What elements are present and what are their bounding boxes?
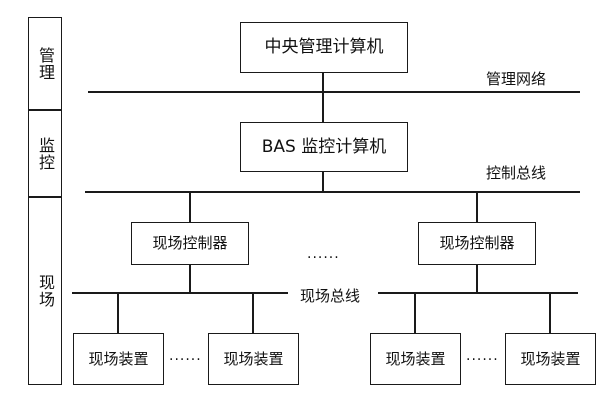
node-field-controller-right-label: 现场控制器 [439,234,515,253]
label-control-bus: 控制总线 [483,162,550,183]
label-field-bus: 现场总线 [297,285,364,306]
layer-management-label: 管理 [36,46,55,81]
node-central-management-computer[interactable]: 中央管理计算机 [240,22,408,73]
sidebar-item-layer-management[interactable]: 管理 [28,17,62,110]
node-field-device-4-label: 现场装置 [520,349,581,368]
node-field-controller-left[interactable]: 现场控制器 [131,222,249,265]
ellipsis-between-devices-right: ······ [464,352,501,368]
node-central-management-computer-label: 中央管理计算机 [264,37,384,58]
node-field-device-3[interactable]: 现场装置 [370,333,461,385]
node-bas-supervision-computer-label: BAS 监控计算机 [261,136,387,157]
ellipsis-between-devices-left: ······ [167,352,204,368]
node-field-device-2[interactable]: 现场装置 [208,333,299,385]
sidebar-item-layer-field[interactable]: 现场 [28,197,62,385]
node-bas-supervision-computer[interactable]: BAS 监控计算机 [240,122,408,172]
layer-supervision-label: 监控 [36,136,55,171]
node-field-device-3-label: 现场装置 [385,349,446,368]
node-field-device-1-label: 现场装置 [88,349,149,368]
layer-field-label: 现场 [36,274,55,308]
sidebar-item-layer-supervision[interactable]: 监控 [28,110,62,197]
node-field-device-2-label: 现场装置 [223,349,284,368]
node-field-controller-right[interactable]: 现场控制器 [418,222,536,265]
label-management-network: 管理网络 [483,68,550,89]
node-field-device-1[interactable]: 现场装置 [73,333,164,385]
node-field-controller-left-label: 现场控制器 [152,234,228,253]
ellipsis-between-controllers: ······ [305,250,342,266]
node-field-device-4[interactable]: 现场装置 [505,333,596,385]
